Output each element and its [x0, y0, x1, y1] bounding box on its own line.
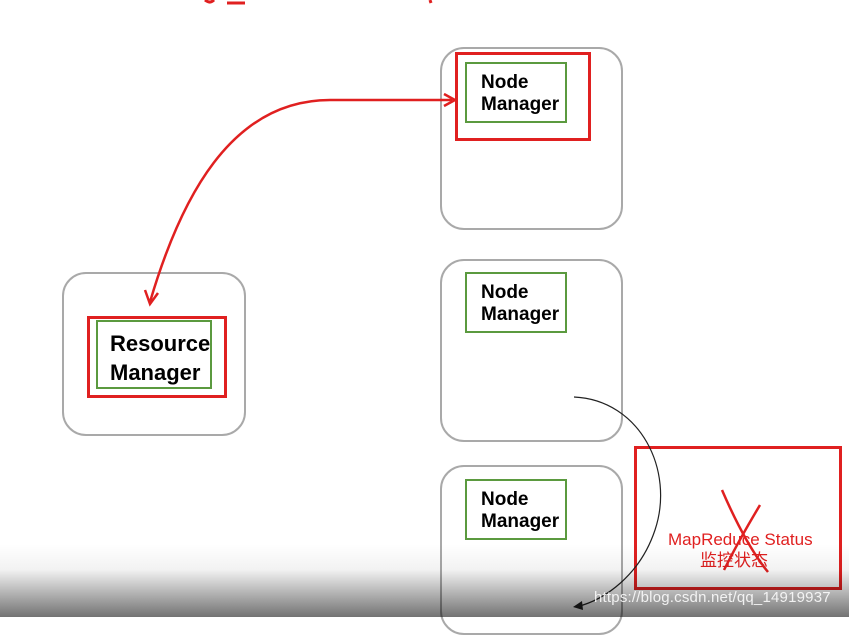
- node-manager-label-2-line2: Manager: [481, 304, 560, 325]
- node-manager-label-2: Node Manager: [465, 272, 567, 333]
- status-monitor-arrowhead: [573, 601, 583, 610]
- watermark: https://blog.csdn.net/qq_14919937: [594, 589, 831, 606]
- node-manager-label-3-line1: Node: [481, 489, 529, 510]
- node-manager-label-2-line1: Node: [481, 282, 529, 303]
- node-manager-label-3: Node Manager: [465, 479, 567, 540]
- node-manager-label-1: Node Manager: [465, 62, 567, 123]
- node-manager-label-1-line1: Node: [481, 72, 529, 93]
- connector-arrowhead-resource-manager: [143, 289, 160, 307]
- resource-manager-highlight: [87, 316, 227, 398]
- connector-layer: [143, 92, 769, 610]
- resource-manager-label-line2: Manager: [110, 360, 201, 385]
- resource-manager-label-line1: Resource: [110, 331, 211, 356]
- status-cross-mark-stroke: [722, 504, 762, 571]
- node-manager-highlight: [455, 52, 591, 141]
- top-red-marks: [204, 0, 433, 5]
- connector-arrowhead-node-manager: [443, 92, 458, 108]
- resource-manager-label: Resource Manager: [96, 320, 212, 389]
- rm-nm-connector: [148, 98, 452, 303]
- node-manager-label-1-line2: Manager: [481, 94, 560, 115]
- node-manager-label-3-line2: Manager: [481, 511, 560, 532]
- status-monitor-connector: [573, 396, 662, 608]
